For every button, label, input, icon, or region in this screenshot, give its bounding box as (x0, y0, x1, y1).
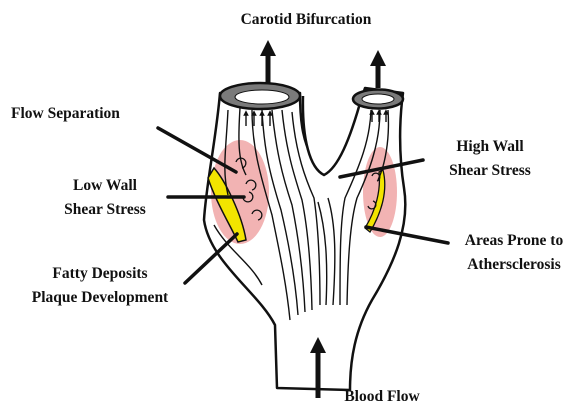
label-high-wall-shear-line1: High Wall (456, 138, 524, 155)
label-low-wall-shear-line1: Low Wall (73, 177, 138, 194)
diagram-title: Carotid Bifurcation (241, 11, 372, 28)
outlet-left-lumen (235, 90, 289, 104)
label-fatty-deposits-line2: Plaque Development (32, 289, 169, 306)
outlet-right-lumen (362, 94, 394, 104)
label-fatty-deposits-line1: Fatty Deposits (52, 265, 147, 282)
label-areas-prone-line1: Areas Prone to (465, 232, 564, 249)
label-low-wall-shear-line2: Shear Stress (64, 201, 146, 218)
label-areas-prone-line2: Athersclerosis (467, 256, 561, 273)
label-blood-flow: Blood Flow (344, 388, 420, 405)
label-high-wall-shear-line2: Shear Stress (449, 162, 531, 179)
label-flow-separation: Flow Separation (11, 105, 120, 122)
